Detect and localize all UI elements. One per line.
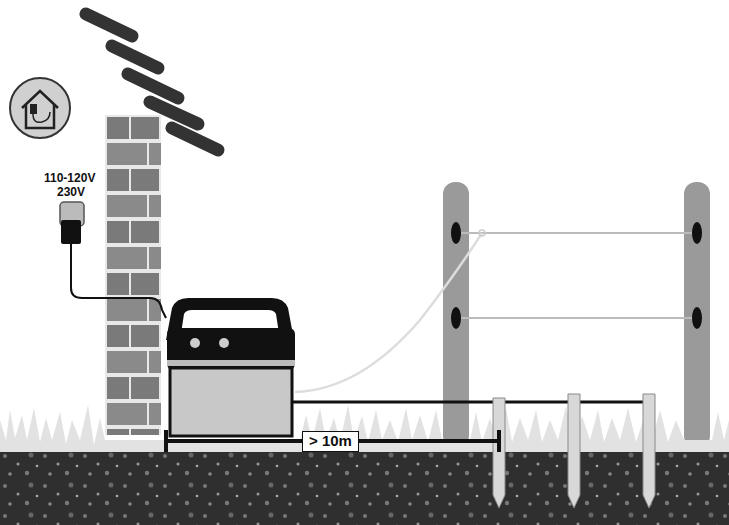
soil xyxy=(0,452,729,525)
insulator xyxy=(451,222,461,244)
power-cable xyxy=(71,244,166,318)
fence-wire xyxy=(456,232,697,234)
icon-circle xyxy=(10,78,70,138)
voltage-label: 110-120V xyxy=(44,172,95,185)
power-adapter xyxy=(61,220,81,244)
earth-stake xyxy=(568,394,580,508)
roof-tile xyxy=(172,128,218,150)
icon-cable xyxy=(33,112,50,122)
roof-tile xyxy=(128,74,178,98)
roof-tile xyxy=(112,46,158,68)
insulator xyxy=(692,222,702,244)
dimension-tick xyxy=(164,430,168,452)
voltage-label: 230V xyxy=(57,186,85,199)
terminal xyxy=(219,338,229,348)
energizer-body xyxy=(170,368,292,436)
earth-stake xyxy=(643,394,655,508)
terminal xyxy=(190,338,200,348)
insulator xyxy=(451,307,461,329)
fence-lead xyxy=(295,233,482,392)
insulator xyxy=(692,307,702,329)
distance-label: > 10m xyxy=(302,431,359,452)
icon-plug xyxy=(30,104,37,114)
energizer xyxy=(166,298,295,436)
earth-wire xyxy=(292,401,652,404)
fence-post xyxy=(684,182,710,448)
grass xyxy=(0,405,729,455)
roof-tile xyxy=(86,14,132,36)
fence-post xyxy=(443,182,469,448)
mains-icon xyxy=(10,78,70,138)
earth-stake xyxy=(493,398,505,508)
fence-wire xyxy=(456,317,697,319)
energizer-top xyxy=(167,328,295,370)
house-outline xyxy=(22,91,58,128)
energizer-band xyxy=(167,360,295,366)
wire-clamp xyxy=(479,230,485,236)
brick-wall xyxy=(105,115,161,435)
dimension-tick xyxy=(497,430,501,452)
